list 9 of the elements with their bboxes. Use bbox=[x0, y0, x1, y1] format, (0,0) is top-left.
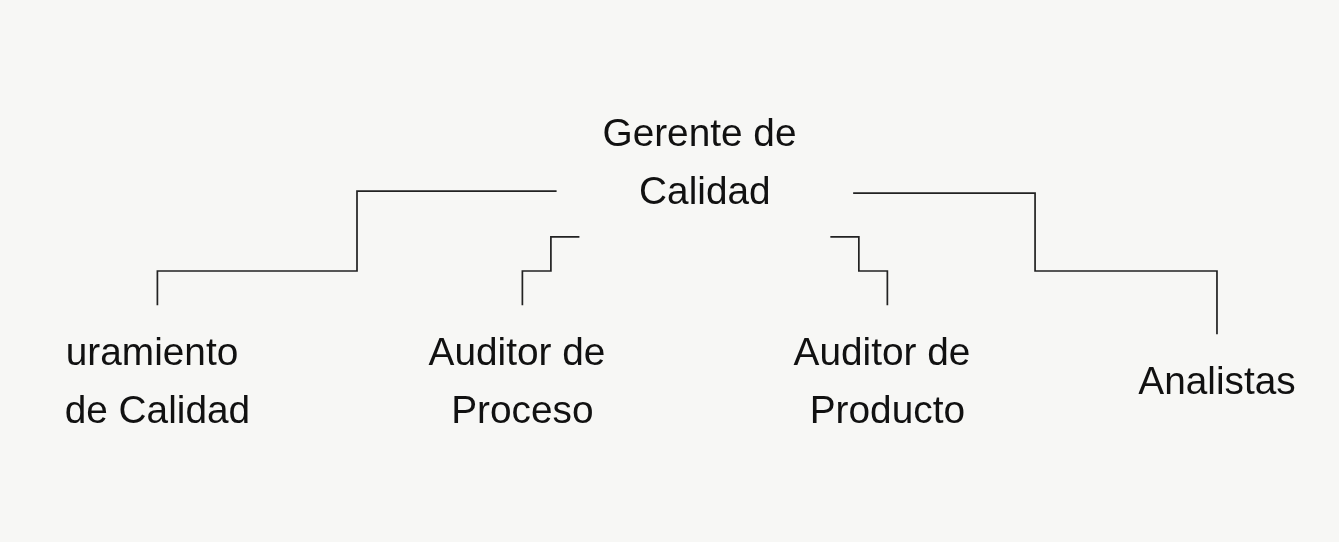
node-text: Analistas bbox=[1138, 358, 1296, 402]
connector bbox=[521, 235, 581, 307]
node-text: Auditor de Proceso bbox=[428, 329, 606, 431]
node-text: Gerente de Calidad bbox=[602, 110, 797, 212]
connector bbox=[829, 235, 889, 307]
connector bbox=[156, 190, 558, 307]
node-text: uramiento de Calidad bbox=[64, 329, 251, 431]
node-text: Auditor de Producto bbox=[793, 329, 971, 431]
connector bbox=[852, 192, 1218, 336]
